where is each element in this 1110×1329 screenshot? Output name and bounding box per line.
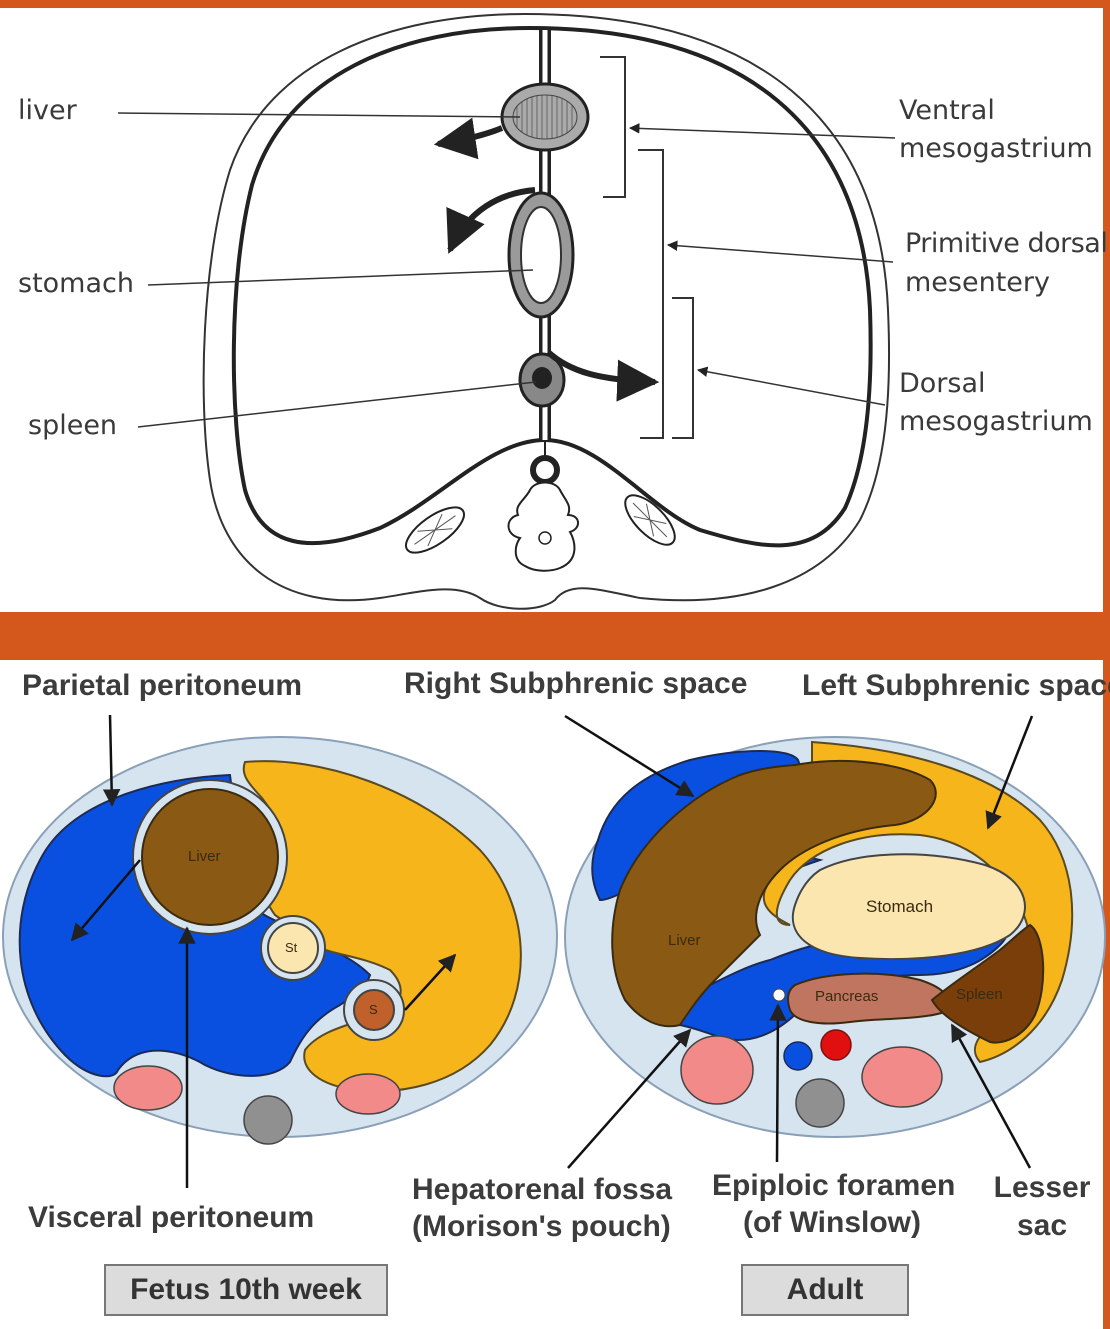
adult-stomach-label: Stomach xyxy=(866,897,934,916)
adult-vertebra xyxy=(795,1078,845,1128)
label-left-subphrenic: Left Subphrenic space xyxy=(802,669,1110,702)
label-liver: liver xyxy=(18,95,77,126)
label-hepatorenal-line1: Hepatorenal fossa xyxy=(412,1173,673,1206)
left-kidney xyxy=(405,506,465,554)
liver-hatch xyxy=(512,94,578,140)
adult-cross-section xyxy=(564,714,1106,1169)
label-lesser-line2: sac xyxy=(1016,1209,1068,1242)
label-epiploic-line1: Epiploic foramen xyxy=(712,1169,956,1202)
label-ventral-line2: mesogastrium xyxy=(899,133,1093,164)
label-visceral-peritoneum: Visceral peritoneum xyxy=(28,1201,315,1234)
adult-left-kidney xyxy=(861,1046,943,1108)
dorsal-leader xyxy=(696,366,886,406)
primitive-leader xyxy=(666,240,894,263)
right-subphrenic-leader xyxy=(564,714,695,798)
fetus-cross-section xyxy=(2,714,558,1188)
label-parietal-peritoneum: Parietal peritoneum xyxy=(22,669,303,702)
top-panel xyxy=(0,8,1103,612)
left-subphrenic-leader xyxy=(985,715,1034,830)
adult-ivc xyxy=(783,1041,813,1071)
adult-aorta xyxy=(820,1029,852,1061)
vertebra xyxy=(507,481,579,572)
adult-liver xyxy=(611,760,937,1028)
adult-pancreas xyxy=(786,972,950,1025)
stomach-lumen xyxy=(520,206,562,304)
label-lesser-line1: Lesser xyxy=(993,1171,1091,1204)
spleen-core xyxy=(532,367,552,389)
spleen-leader xyxy=(137,381,537,428)
adult-stomach xyxy=(791,853,1026,961)
liver-rotation-arrow xyxy=(433,117,504,160)
bottom-panel xyxy=(0,660,1106,1329)
fetus-left-kidney xyxy=(335,1073,401,1115)
liver-leader xyxy=(117,112,521,118)
fetus-parietal-arrow xyxy=(102,714,121,807)
label-dorsal-line2: mesogastrium xyxy=(899,406,1093,437)
ventral-bracket xyxy=(600,56,626,198)
vertebral-canal xyxy=(538,531,552,545)
fetus-right-kidney xyxy=(113,1065,183,1111)
label-right-subphrenic: Right Subphrenic space xyxy=(404,667,748,700)
fetus-liver xyxy=(141,788,279,926)
fetus-stomach-label: St xyxy=(285,940,298,955)
label-stomach: stomach xyxy=(18,268,134,299)
adult-pancreas-label: Pancreas xyxy=(815,988,879,1005)
stomach-rotation-arrow xyxy=(446,187,536,254)
ventral-leader xyxy=(628,123,896,139)
label-ventral-line1: Ventral xyxy=(899,95,995,126)
label-hepatorenal-line2: (Morison's pouch) xyxy=(412,1210,671,1243)
label-spleen: spleen xyxy=(28,410,118,441)
dorsal-bracket xyxy=(672,297,694,439)
adult-liver-label: Liver xyxy=(668,932,701,949)
caption-fetus: Fetus 10th week xyxy=(104,1264,388,1316)
fetus-spleen-label: S xyxy=(369,1002,378,1017)
fetus-liver-arrow xyxy=(70,859,141,942)
fetus-liver-label: Liver xyxy=(188,848,221,865)
adult-epiploic-foramen xyxy=(772,988,786,1002)
lesser-sac-leader xyxy=(950,1023,1032,1169)
caption-adult: Adult xyxy=(741,1264,909,1316)
spleen-rotation-arrow xyxy=(545,349,660,402)
label-epiploic-line2: (of Winslow) xyxy=(742,1206,922,1239)
hepatorenal-leader xyxy=(567,1028,692,1169)
body-wall-outer xyxy=(202,12,891,610)
epiploic-leader xyxy=(769,1003,787,1163)
fetus-spleen xyxy=(353,989,395,1031)
label-primitive-line2: mesentery xyxy=(905,267,1050,298)
label-primitive-line1: Primitive dorsal xyxy=(905,228,1108,259)
adult-right-kidney xyxy=(680,1035,754,1105)
fetus-spleen-arrow xyxy=(404,953,457,1011)
adult-spleen-label: Spleen xyxy=(956,986,1003,1003)
fetus-vertebra xyxy=(243,1095,293,1145)
primitive-bracket xyxy=(638,149,664,439)
label-dorsal-line1: Dorsal xyxy=(899,368,986,399)
stomach-leader xyxy=(147,269,534,286)
fetus-stomach xyxy=(267,922,319,974)
